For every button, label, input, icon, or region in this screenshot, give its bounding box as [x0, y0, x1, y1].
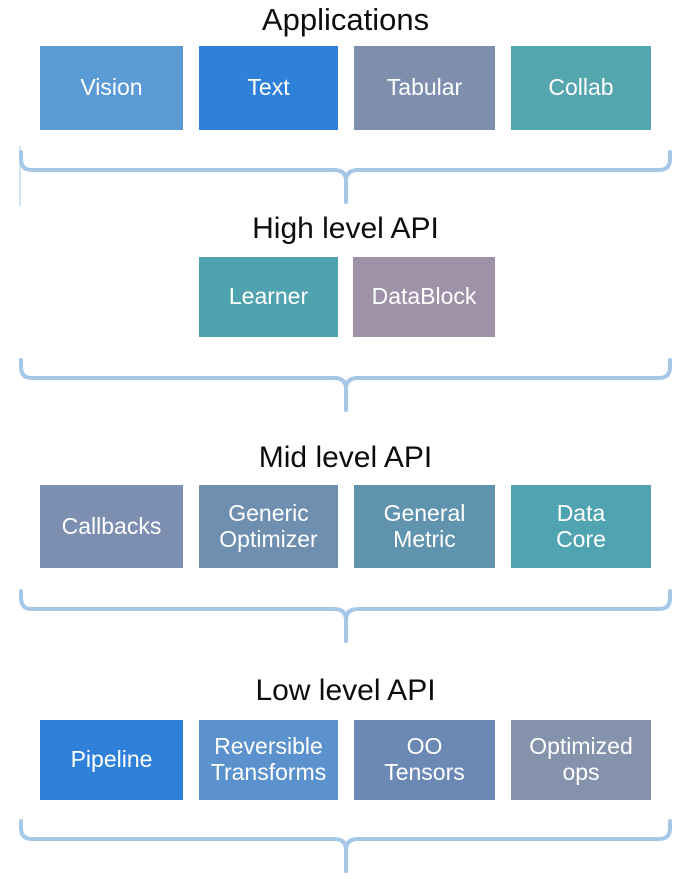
layer-low-level-api: Low level API Pipeline Reversible Transf…	[0, 674, 691, 873]
brace-applications	[0, 146, 691, 206]
node-box-datablock[interactable]: DataBlock	[353, 257, 495, 337]
node-box-text[interactable]: Text	[199, 46, 338, 130]
node-box-callbacks[interactable]: Callbacks	[40, 485, 183, 568]
box-row-applications: Vision Text Tabular Collab	[0, 46, 691, 130]
node-box-general-metric[interactable]: General Metric	[354, 485, 495, 568]
node-box-generic-optimizer[interactable]: Generic Optimizer	[199, 485, 338, 568]
layer-title-low-level-api: Low level API	[255, 674, 436, 707]
layer-title-applications: Applications	[261, 2, 430, 37]
layer-high-level-api: High level API Learner DataBlock	[0, 212, 691, 412]
layer-title-mid-level-api: Mid level API	[258, 441, 433, 474]
node-box-learner[interactable]: Learner	[199, 257, 338, 337]
layer-mid-level-api: Mid level API Callbacks Generic Optimize…	[0, 441, 691, 643]
layer-applications: Applications Vision Text Tabular Collab	[0, 2, 691, 206]
node-box-collab[interactable]: Collab	[511, 46, 651, 130]
box-row-high-level-api: Learner DataBlock	[0, 257, 691, 337]
box-row-low-level-api: Pipeline Reversible Transforms OO Tensor…	[0, 720, 691, 800]
brace-low-level-api	[0, 815, 691, 875]
node-box-tabular[interactable]: Tabular	[354, 46, 495, 130]
layer-title-high-level-api: High level API	[252, 212, 439, 245]
node-box-pipeline[interactable]: Pipeline	[40, 720, 183, 800]
box-row-mid-level-api: Callbacks Generic Optimizer General Metr…	[0, 485, 691, 568]
node-box-reversible-transforms[interactable]: Reversible Transforms	[199, 720, 338, 800]
node-box-oo-tensors[interactable]: OO Tensors	[354, 720, 495, 800]
node-box-vision[interactable]: Vision	[40, 46, 183, 130]
node-box-data-core[interactable]: Data Core	[511, 485, 651, 568]
node-box-optimized-ops[interactable]: Optimized ops	[511, 720, 651, 800]
brace-mid-level-api	[0, 585, 691, 645]
brace-high-level-api	[0, 354, 691, 414]
